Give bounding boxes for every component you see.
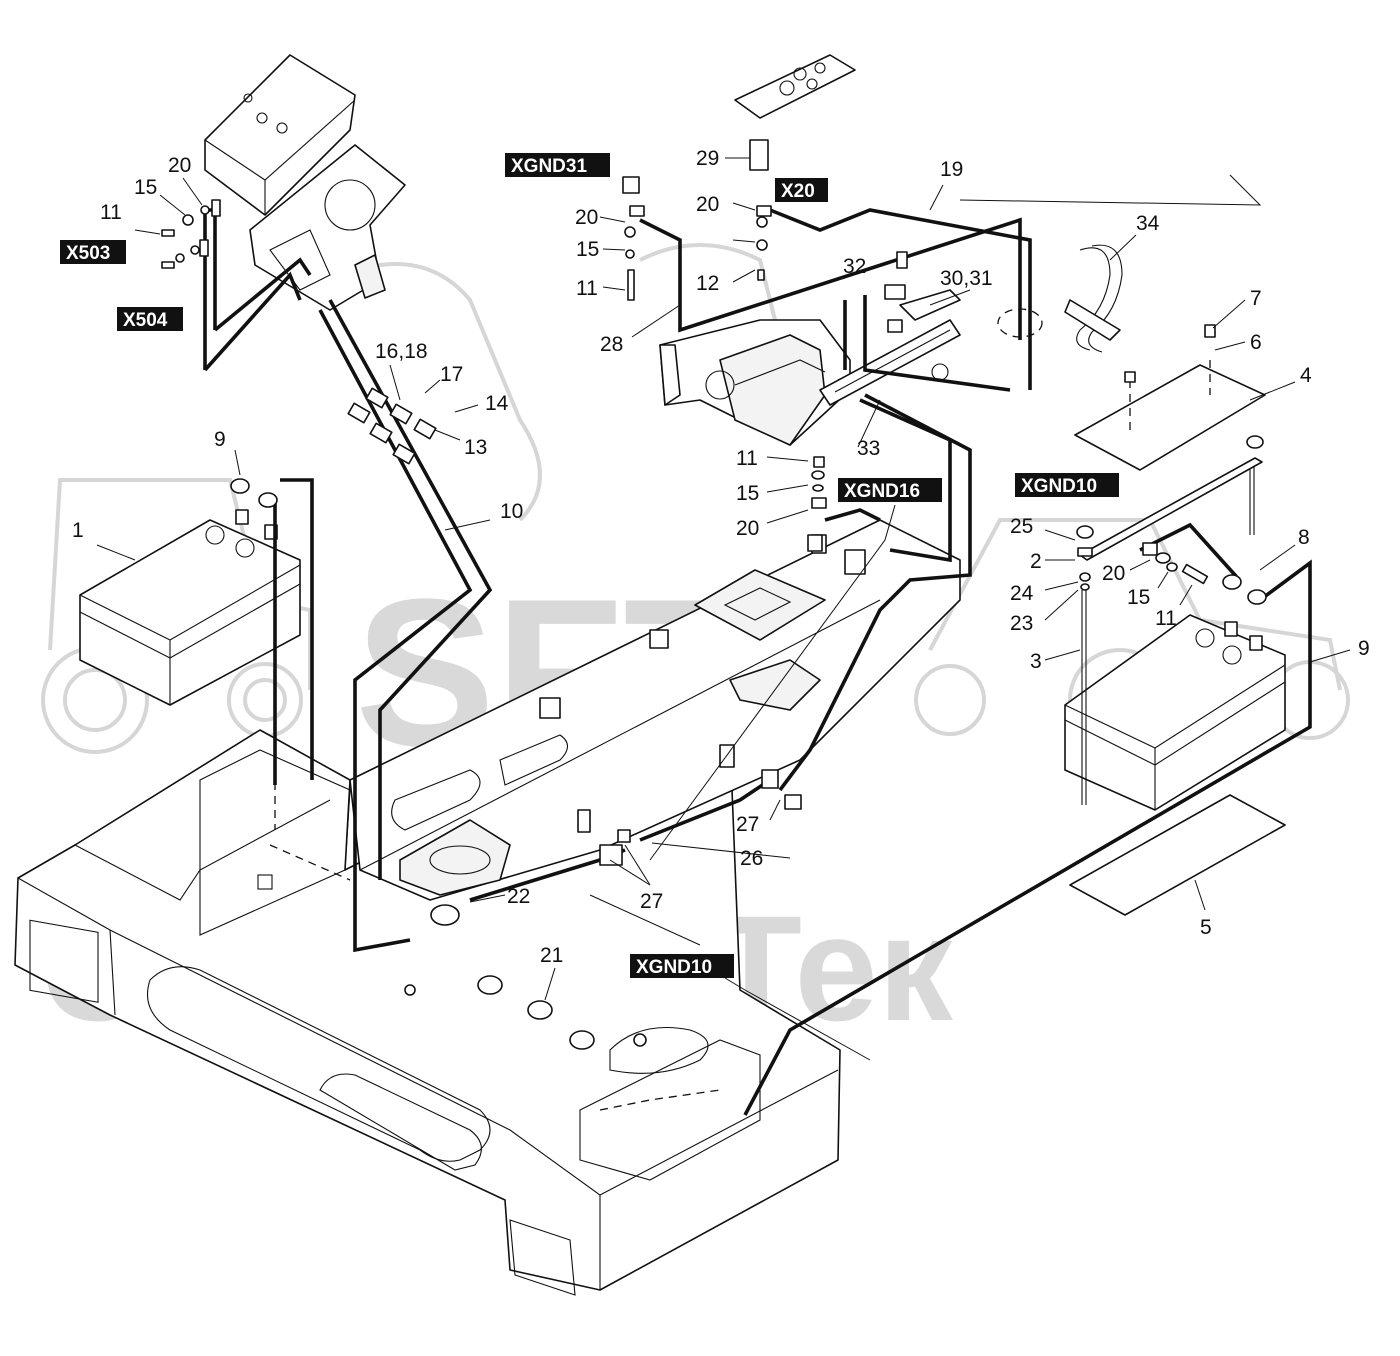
- callout-3: 3: [1030, 650, 1042, 673]
- tag-x20: X20: [775, 178, 828, 202]
- callout-5: 5: [1200, 916, 1212, 939]
- callout-20-a: 20: [168, 154, 191, 177]
- callout-34: 34: [1136, 212, 1160, 235]
- callout-30-31: 30,31: [940, 267, 993, 290]
- callout-9-left: 9: [214, 428, 226, 451]
- callout-23: 23: [1010, 612, 1033, 635]
- battery-cover: [1074, 364, 1266, 471]
- top-plate: [622, 54, 856, 194]
- callout-12: 12: [696, 272, 719, 295]
- callout-27-b: 27: [640, 890, 663, 913]
- svg-text:XGND31: XGND31: [511, 156, 587, 177]
- callout-16-18: 16,18: [375, 340, 428, 363]
- svg-text:XGND16: XGND16: [844, 481, 920, 502]
- svg-text:X20: X20: [781, 181, 815, 202]
- callout-2: 2: [1030, 550, 1042, 573]
- callout-33: 33: [857, 437, 880, 460]
- callout-15-d: 15: [1127, 586, 1150, 609]
- callout-14: 14: [485, 392, 509, 415]
- callout-13: 13: [464, 436, 487, 459]
- svg-text:X504: X504: [123, 310, 168, 331]
- callout-11-a: 11: [100, 201, 122, 224]
- svg-text:XGND10: XGND10: [636, 957, 712, 978]
- tag-x504: X504: [117, 307, 183, 331]
- callout-24: 24: [1010, 582, 1034, 605]
- callout-15-b: 15: [576, 238, 599, 261]
- tag-xgnd10-right: XGND10: [1015, 473, 1119, 497]
- callout-29: 29: [696, 147, 719, 170]
- callout-6: 6: [1250, 331, 1262, 354]
- callout-11-b: 11: [576, 277, 598, 300]
- battery-hold: [1079, 360, 1263, 805]
- callout-9-right: 9: [1358, 637, 1370, 660]
- hitch-assembly: [659, 289, 961, 446]
- svg-text:X503: X503: [66, 243, 110, 264]
- cables: [203, 208, 1312, 1116]
- callout-1: 1: [72, 519, 84, 542]
- callout-22: 22: [507, 885, 530, 908]
- connector-tags: X503 X504 XGND31 X20 XGND16 XGND10 XGND1…: [60, 153, 1119, 978]
- callout-20-b: 20: [575, 206, 598, 229]
- tag-x503: X503: [60, 240, 126, 264]
- callout-11-d: 11: [1155, 607, 1177, 630]
- tag-xgnd16: XGND16: [838, 478, 942, 502]
- tag-xgnd31: XGND31: [505, 153, 610, 177]
- callouts: 1 2 3 4 5 6 7 8 9 9 10 11 11 11 11 12 13…: [72, 147, 1370, 967]
- callout-8: 8: [1298, 526, 1310, 549]
- battery-right: [1064, 614, 1286, 811]
- callout-28: 28: [600, 333, 623, 356]
- svg-text:XGND10: XGND10: [1021, 476, 1097, 497]
- callout-25: 25: [1010, 515, 1033, 538]
- callout-19: 19: [940, 158, 963, 181]
- callout-11-c: 11: [736, 447, 758, 470]
- battery-mat: [1069, 794, 1286, 916]
- hardware: [161, 199, 1267, 1050]
- control-box: [204, 54, 406, 311]
- callout-20-d: 20: [736, 517, 759, 540]
- callout-26: 26: [740, 847, 763, 870]
- callout-21: 21: [540, 944, 563, 967]
- callout-10: 10: [500, 500, 523, 523]
- callout-17: 17: [440, 363, 463, 386]
- tag-xgnd10-bottom: XGND10: [630, 954, 734, 978]
- callout-15-c: 15: [736, 482, 759, 505]
- callout-32: 32: [843, 255, 866, 278]
- main-frame: [14, 519, 961, 1296]
- callout-27-a: 27: [736, 813, 759, 836]
- leader-lines: [96, 157, 1351, 1061]
- callout-4: 4: [1300, 364, 1312, 387]
- callout-20-c: 20: [696, 193, 719, 216]
- callout-7: 7: [1250, 287, 1262, 310]
- callout-15-a: 15: [134, 176, 157, 199]
- callout-20-e: 20: [1102, 562, 1125, 585]
